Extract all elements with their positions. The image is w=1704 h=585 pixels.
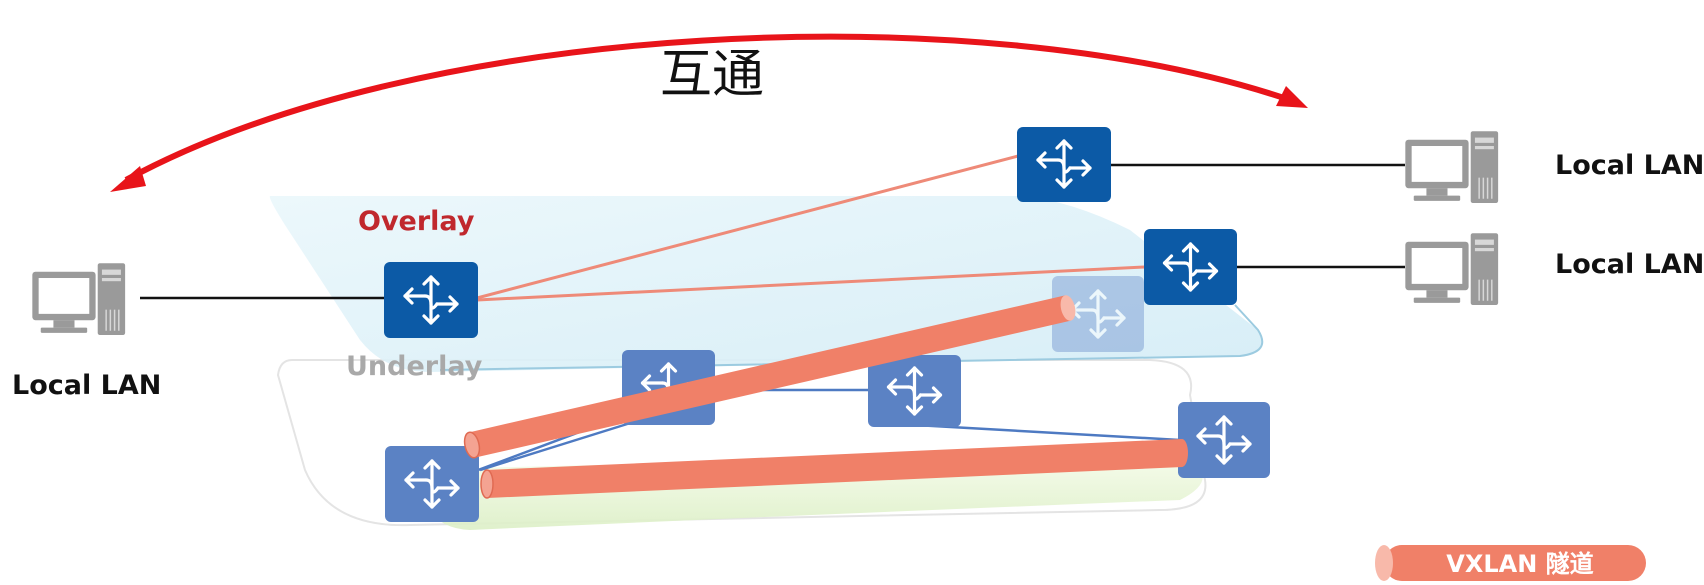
overlay-router-right-top <box>1017 127 1111 202</box>
host-right-top-label: Local LAN <box>1555 150 1704 181</box>
overlay-label: Overlay <box>358 206 475 237</box>
vxlan-tunnel-2 <box>480 439 1188 499</box>
host-right-bottom <box>1404 232 1499 306</box>
underlay-router-2 <box>868 355 961 427</box>
overlay-router-left <box>384 262 478 338</box>
legend-vxlan-tunnel: VXLAN 隧道 <box>1375 545 1646 581</box>
interworking-arrow <box>110 33 1308 192</box>
vxlan-tunnel-1 <box>463 295 1076 459</box>
host-right-bottom-label: Local LAN <box>1555 249 1704 280</box>
overlay-router-right-bottom <box>1144 229 1237 305</box>
underlay-router-4 <box>385 446 479 522</box>
faded-router <box>1052 276 1144 352</box>
underlay-router-3 <box>1178 402 1270 478</box>
overlay-links <box>476 154 1146 302</box>
host-left-label: Local LAN <box>12 370 161 401</box>
host-left <box>31 262 126 336</box>
host-right-top <box>1404 130 1499 204</box>
diagram-title: 互通 <box>660 45 764 105</box>
legend-tunnel-label: VXLAN 隧道 <box>1446 550 1593 578</box>
underlay-label: Underlay <box>346 351 483 382</box>
host-links <box>140 163 1405 300</box>
